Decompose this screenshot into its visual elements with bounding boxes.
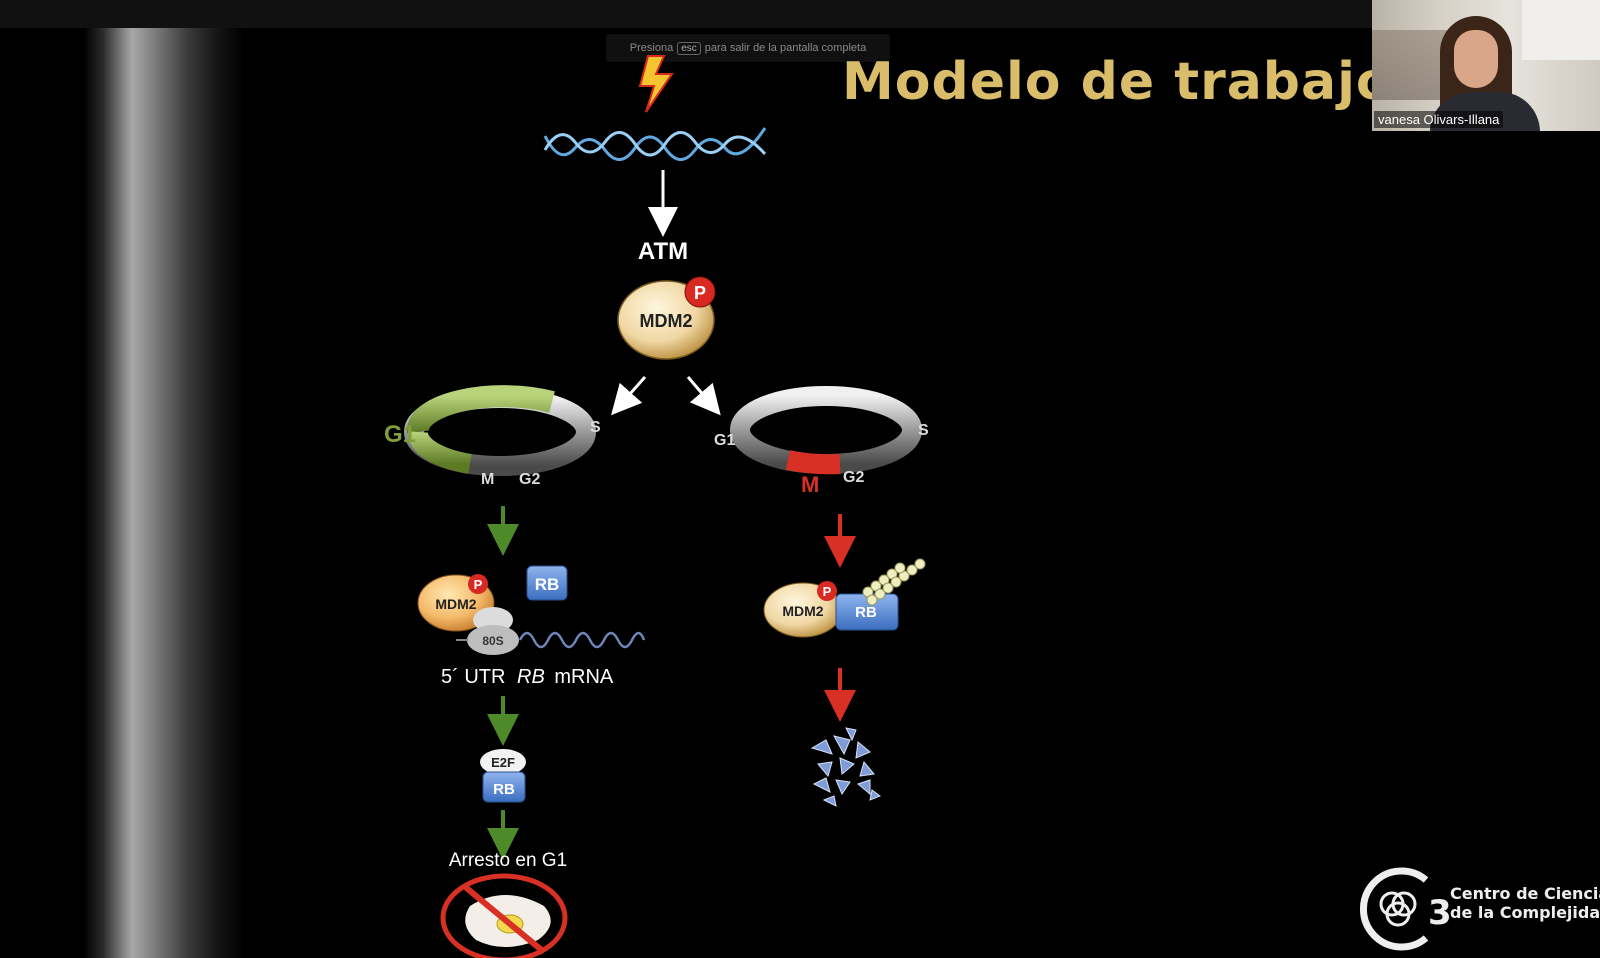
left-m-label: M <box>481 471 494 488</box>
arrow-branch-right <box>686 376 721 416</box>
esc-key[interactable]: esc <box>677 41 701 55</box>
logo-text: Centro de Ciencias de la Complejidad <box>1450 884 1600 922</box>
dna-helix-icon <box>543 127 767 161</box>
degraded-protein-fragments-icon <box>810 727 882 807</box>
radiation-bolt-icon <box>638 55 674 113</box>
participant-video-tile[interactable]: vanesa Olivars-Illana <box>1372 0 1600 131</box>
utr-mrna: mRNA <box>554 666 614 688</box>
logo-line-2: de la Complejidad <box>1450 903 1600 922</box>
right-cell-cycle-ring <box>730 386 922 475</box>
ubiquitin-chain-icon <box>862 558 926 606</box>
e2f-label: E2F <box>491 755 515 770</box>
right-m-label: M <box>801 472 819 497</box>
c3-logo: 3 <box>1359 867 1452 951</box>
mdm2-right-label: MDM2 <box>782 603 823 619</box>
phospho-label: P <box>694 283 706 303</box>
mdm2-left-label: MDM2 <box>435 596 476 612</box>
e2f-rb-complex: E2F RB <box>480 749 526 803</box>
mdm2-ribosome-complex: MDM2 P 80S <box>417 574 519 655</box>
right-g1-label: G1 <box>714 432 735 449</box>
rb-protein-left: RB <box>526 565 568 601</box>
right-s-label: S <box>918 422 929 439</box>
logo-line-1: Centro de Ciencias <box>1450 884 1600 903</box>
left-cell-cycle-ring <box>404 385 596 476</box>
arrest-label: Arresto en G1 <box>449 850 567 871</box>
esc-hint-prefix: Presiona <box>629 42 674 54</box>
decorative-pillar <box>84 28 244 958</box>
esc-hint-suffix: para salir de la pantalla completa <box>704 42 867 54</box>
rb-left-label: RB <box>535 575 560 594</box>
participant-face <box>1454 30 1498 88</box>
mdm2-rb-complex: MDM2 P RB <box>763 581 899 638</box>
phospho-right-label: P <box>823 584 832 599</box>
phospho-left-label: P <box>474 577 483 592</box>
background-window <box>1522 0 1600 60</box>
utr-label: 5´ UTR <box>441 666 505 688</box>
no-cell-division-icon <box>440 873 568 958</box>
left-g2-label: G2 <box>519 471 540 488</box>
utr-rb-italic: RB <box>517 666 545 688</box>
rb-right-label: RB <box>855 604 877 621</box>
arrow-branch-left <box>611 376 647 416</box>
mdm2-label: MDM2 <box>640 311 693 331</box>
presentation-slide <box>0 28 1600 958</box>
ribosome-label: 80S <box>482 634 503 648</box>
left-s-label: S <box>590 419 601 436</box>
left-g1-label: G1 <box>384 421 416 448</box>
rb-e2f-label: RB <box>493 781 515 798</box>
right-g2-label: G2 <box>843 469 864 486</box>
participant-name: vanesa Olivars-Illana <box>1374 111 1504 128</box>
svg-text:3: 3 <box>1428 893 1452 933</box>
browser-top-bar <box>0 0 1600 28</box>
utr-mrna-label: 5´ UTR RB mRNA <box>441 666 614 688</box>
atm-label: ATM <box>638 238 688 265</box>
mdm2-phosphorylated: MDM2 P <box>617 276 716 360</box>
rb-mrna-wave <box>518 631 646 649</box>
slide-title: Modelo de trabajo <box>842 52 1393 112</box>
